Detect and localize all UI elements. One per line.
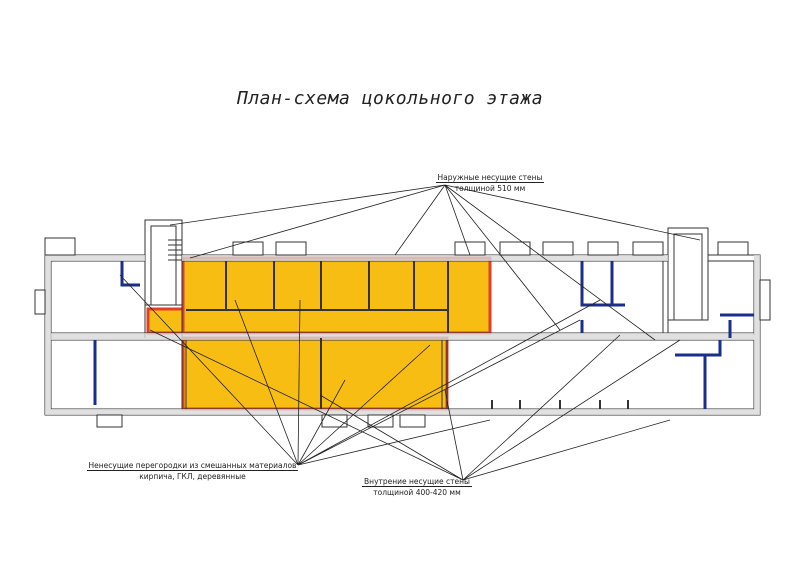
highlight-bottom	[181, 336, 449, 411]
outer-walls-label-line1: Наружные несущие стены	[435, 173, 545, 183]
partitions-label-line2: кирпича, ГКЛ, деревянные	[139, 472, 246, 481]
door-stubs	[491, 400, 629, 409]
stairs	[168, 239, 182, 261]
highlight-top	[181, 256, 492, 335]
partitions	[186, 261, 449, 409]
outer-walls-label: Наружные несущие стены толщиной 510 мм	[405, 172, 575, 194]
inner-walls-label: Внутрение несущие стены толщиной 400-420…	[362, 476, 472, 498]
highlight-left	[146, 307, 185, 335]
leader-lines	[119, 184, 701, 481]
page-title: План-схема цокольного этажа	[237, 88, 544, 109]
outer-walls-label-line2: толщиной 510 мм	[454, 184, 526, 193]
partitions-label-line1: Ненесущие перегородки из смешанных матер…	[86, 461, 299, 471]
inner-walls-label-line2: толщиной 400-420 мм	[373, 488, 461, 497]
partitions-label: Ненесущие перегородки из смешанных матер…	[85, 460, 300, 482]
non-bearing-partitions	[93, 261, 754, 409]
wall-fill	[45, 255, 760, 415]
inner-walls-label-line1: Внутрение несущие стены	[362, 477, 472, 487]
